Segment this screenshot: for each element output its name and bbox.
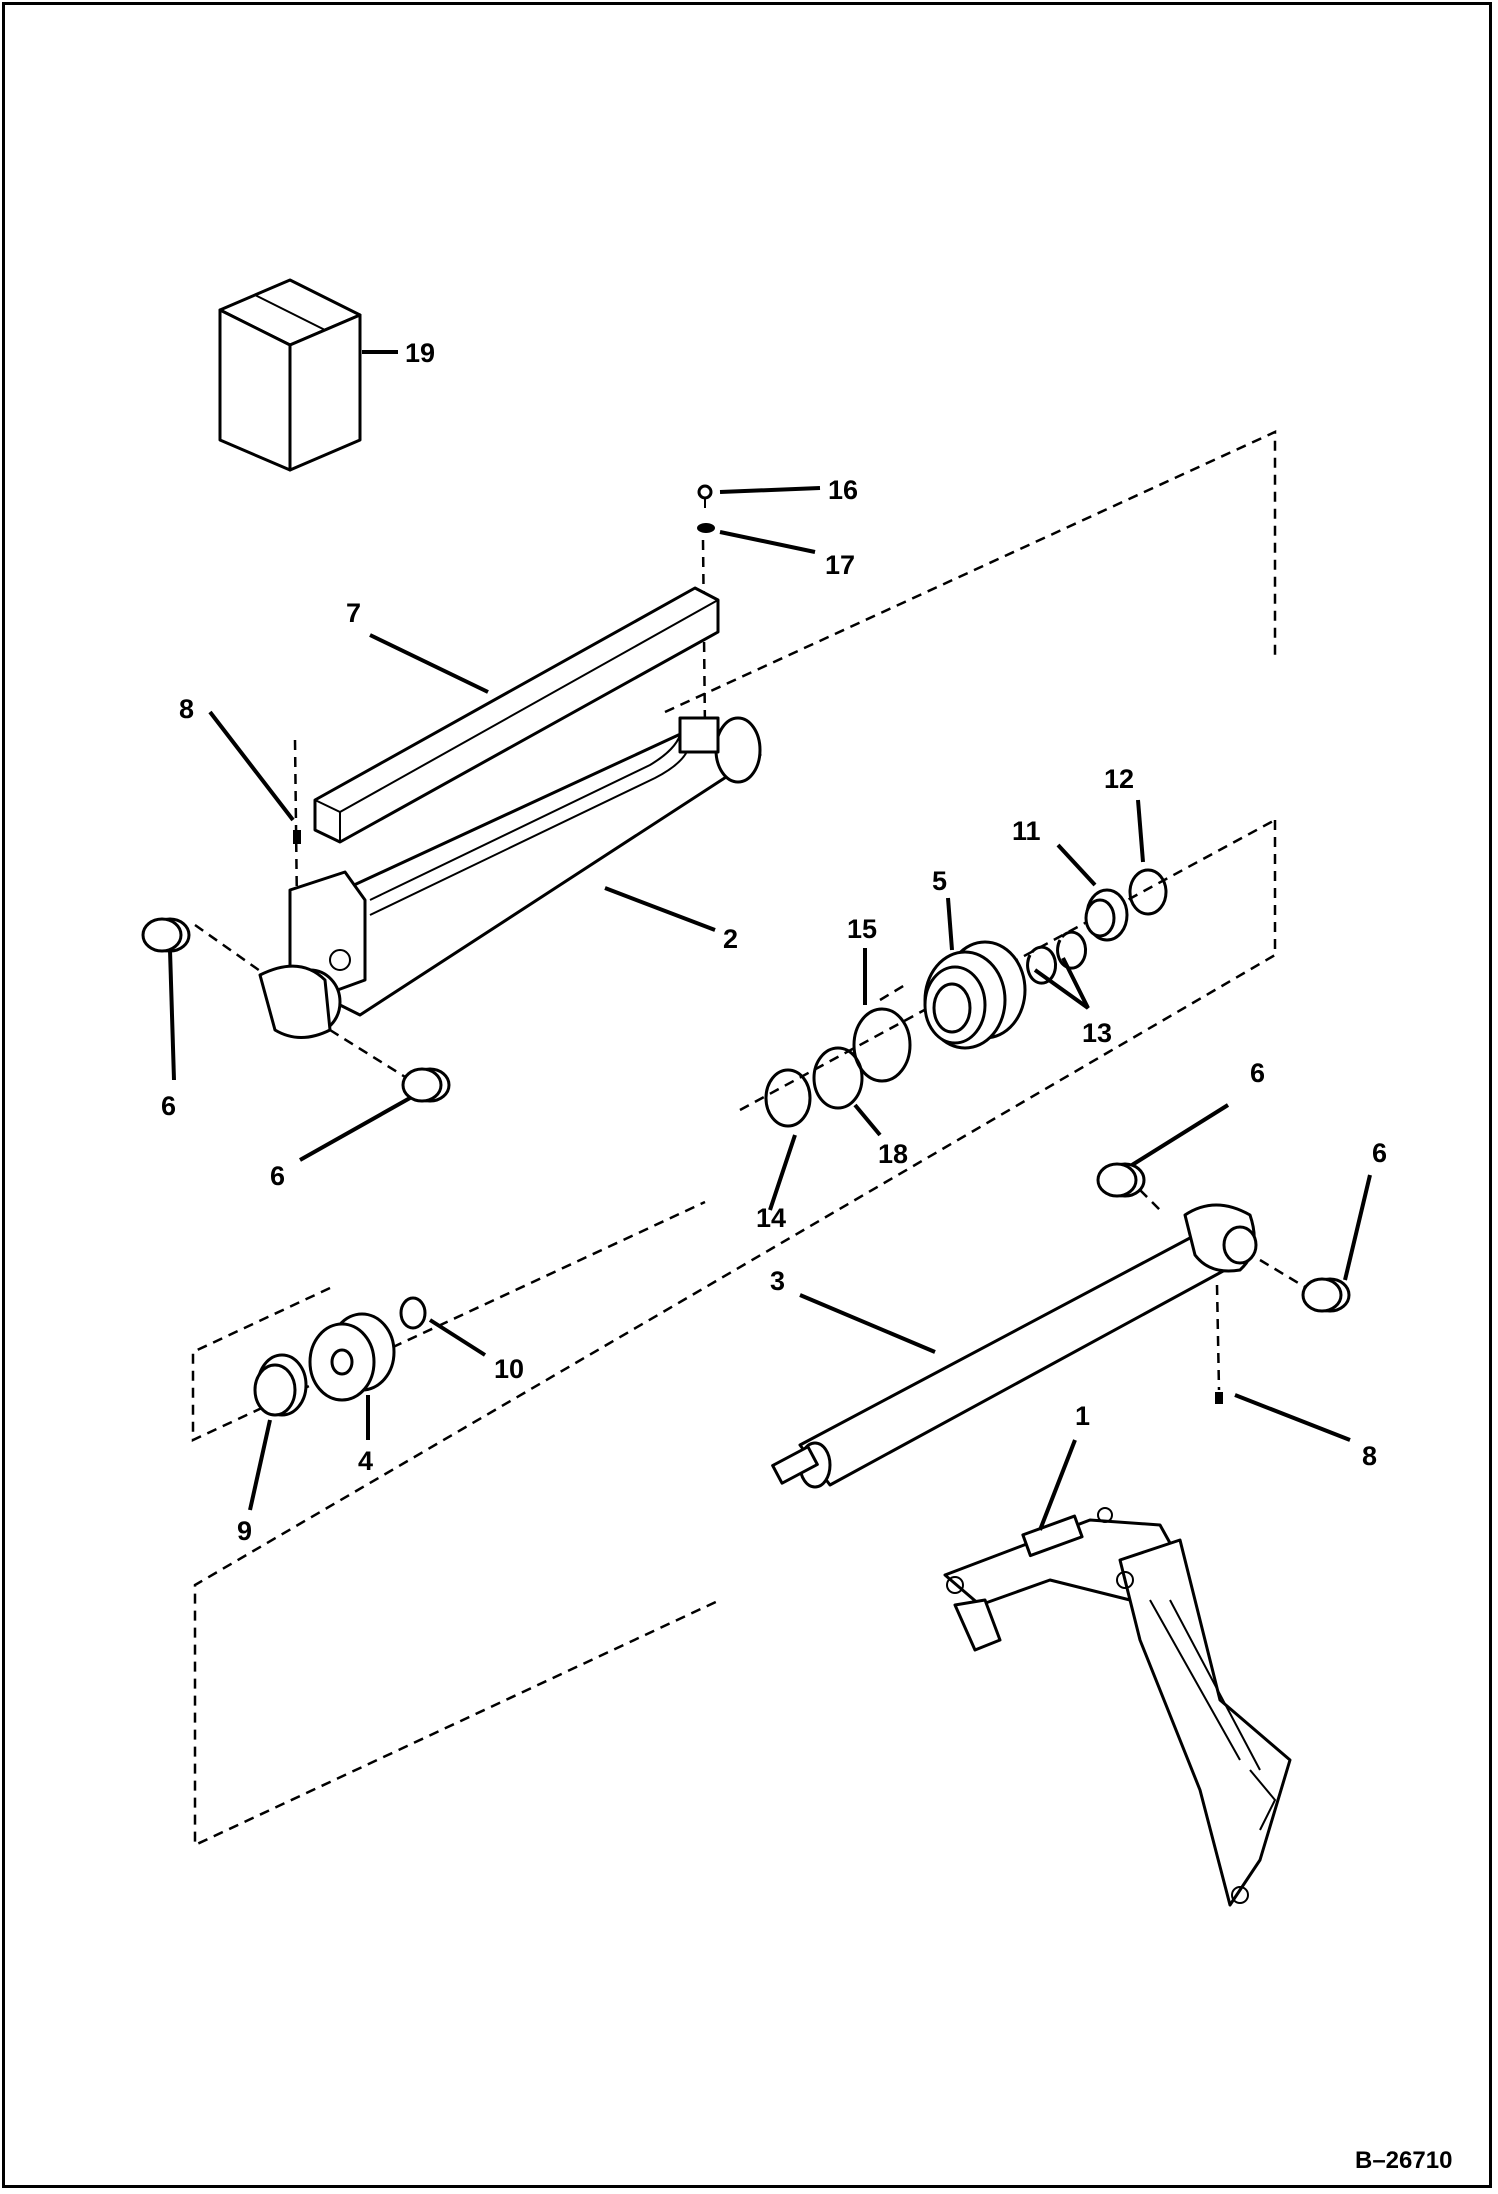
callout-4: 4	[358, 1446, 373, 1476]
callout-2: 2	[723, 924, 738, 954]
part-14-seal	[764, 1068, 812, 1128]
part-6-bushing-a	[141, 917, 191, 953]
leader-lines	[168, 350, 1372, 1531]
part-2-barrel	[258, 716, 762, 1039]
callout-6-left: 6	[161, 1091, 176, 1121]
callout-6-upper-right: 6	[1250, 1058, 1265, 1088]
part-9-nut	[253, 1353, 308, 1417]
callout-14: 14	[756, 1203, 786, 1233]
callout-1: 1	[1075, 1401, 1090, 1431]
callout-6-right: 6	[1372, 1138, 1387, 1168]
callout-10: 10	[494, 1354, 524, 1384]
callout-5: 5	[932, 866, 947, 896]
part-6-bushing-d	[1301, 1277, 1351, 1313]
part-15-o-ring	[852, 1007, 912, 1083]
callout-16: 16	[828, 475, 858, 505]
callout-19: 19	[405, 338, 435, 368]
part-17-plug	[697, 523, 715, 533]
part-8-grease-fitting-lower	[1215, 1392, 1223, 1404]
part-13-retaining-rings	[1026, 930, 1088, 985]
part-1-excavator-arm	[943, 1507, 1292, 1907]
callout-9: 9	[237, 1516, 252, 1546]
document-id: B–26710	[1355, 2147, 1452, 2174]
part-7-guard	[313, 586, 720, 844]
callout-3: 3	[770, 1266, 785, 1296]
part-19-kit-box	[218, 278, 362, 472]
part-4-piston	[308, 1312, 396, 1402]
callout-17: 17	[825, 550, 855, 580]
callout-labels: 19 16 17 7 8 2 12 11 5 15 13 6 6 14 18 6…	[161, 338, 1387, 1546]
callout-12: 12	[1104, 764, 1134, 794]
part-8-grease-fitting-upper	[293, 830, 301, 844]
callout-6-lower-left: 6	[270, 1161, 285, 1191]
callout-8-upper: 8	[179, 694, 194, 724]
callout-13: 13	[1082, 1018, 1112, 1048]
callout-11: 11	[1012, 816, 1041, 846]
part-6-bushing-c	[1096, 1162, 1146, 1198]
part-12-ring	[1128, 868, 1168, 916]
part-11-wiper	[1084, 888, 1129, 942]
part-10-ring	[399, 1296, 427, 1330]
part-3-rod	[771, 1203, 1258, 1489]
part-5-gland	[923, 940, 1027, 1050]
part-18-seal	[812, 1046, 864, 1110]
assembly-dashed-lines	[191, 430, 1311, 1847]
callout-15: 15	[847, 914, 877, 944]
part-6-bushing-b	[401, 1067, 451, 1103]
callout-7: 7	[346, 598, 361, 628]
callout-18: 18	[878, 1139, 908, 1169]
callout-8-lower: 8	[1362, 1441, 1377, 1471]
part-16-fitting	[697, 484, 713, 508]
